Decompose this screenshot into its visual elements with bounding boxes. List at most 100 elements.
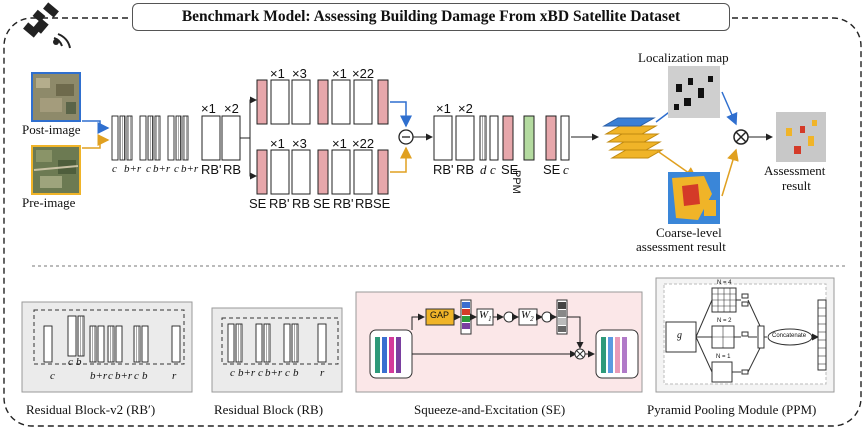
coarse-label-2: assessment result (636, 239, 726, 254)
relu-icon (503, 311, 515, 323)
se-output-stripes (601, 337, 627, 373)
rbv2-label: b (142, 370, 148, 382)
stem-conv-block (111, 115, 119, 161)
rbv2-block (107, 325, 115, 363)
ppm-grid-4 (711, 287, 737, 313)
assessment-result-map (776, 112, 826, 162)
rbv2-blocks (43, 315, 181, 363)
se-input-stripes (375, 337, 401, 373)
stem-bn-block (147, 115, 154, 161)
decoder-label: RB' (433, 162, 454, 177)
assessment-label-2: result (782, 178, 811, 193)
stem-label: b+r (181, 163, 199, 175)
stage-label: SE (313, 196, 331, 211)
ppm-label: PPM (510, 170, 522, 194)
rbv2-label: b (76, 356, 82, 368)
decoder-label: c (563, 162, 569, 177)
stem-bn-block (154, 115, 161, 161)
post-image-thumb (31, 72, 81, 122)
rb-label: b+r (238, 367, 256, 379)
rb-label: c (230, 367, 235, 379)
rbv2-block (89, 325, 97, 363)
sigmoid-icon (541, 311, 553, 323)
rb-block (263, 323, 271, 363)
ppm-output-column (817, 299, 827, 371)
stem-bn-block (126, 115, 133, 161)
satellite-icon (23, 2, 71, 49)
rbv2-block (141, 325, 149, 363)
pre-image-thumb (31, 145, 81, 195)
assessment-label-1: Assessment (764, 163, 826, 178)
ppm-concat-label: Concatenate (772, 333, 807, 339)
rbv2-block (97, 325, 105, 363)
stage-label: RB (292, 196, 311, 211)
ppm-n1: N = 1 (716, 354, 731, 360)
rb-block (255, 323, 263, 363)
mult-label: ×2 (224, 101, 239, 116)
stem-bn-block (175, 115, 182, 161)
stage-label: RB' (333, 196, 354, 211)
pre-image-label: Pre-image (22, 195, 76, 210)
stem-bn-block (119, 115, 126, 161)
rb-label: c (285, 367, 290, 379)
decoder-label: c (490, 162, 496, 177)
rbv2-label: c (134, 370, 139, 382)
caption-rb: Residual Block (RB) (214, 402, 324, 417)
stem-bn-block (182, 115, 189, 161)
stem-blocks (111, 115, 189, 161)
rbv2-block (133, 325, 141, 363)
rbv2-label: r (172, 370, 177, 382)
ppm-input-box (665, 321, 697, 353)
caption-ppm: Pyramid Pooling Module (PPM) (647, 402, 817, 417)
mult-label: ×1 (270, 66, 285, 81)
mult-label: ×2 (458, 101, 473, 116)
coarse-label-1: Coarse-level (656, 225, 722, 240)
mult-label: ×1 (201, 101, 216, 116)
mult-label: ×1 (270, 136, 285, 151)
mult-label: ×1 (332, 136, 347, 151)
mult-label: ×3 (292, 136, 307, 151)
caption-rbv2: Residual Block-v2 (RB′) (26, 402, 156, 417)
gap-label: GAP (430, 310, 450, 320)
rb-label: b (293, 367, 299, 379)
mult-label: ×22 (352, 136, 375, 151)
stem-label: b+r (124, 163, 142, 175)
stem-label: c (112, 163, 117, 175)
rb-label: b+r (265, 367, 283, 379)
rbv2-block (115, 325, 123, 363)
rbv2-label: b+r (115, 370, 133, 382)
stage-label: RB (355, 196, 374, 211)
rbv2-block (43, 325, 53, 363)
mult-label: ×1 (436, 101, 451, 116)
stem-label: c (174, 163, 179, 175)
ppm-input-label: g (677, 330, 682, 341)
rb-label: c (258, 367, 263, 379)
ppm-n4: N = 4 (717, 280, 732, 286)
rb-label: RB (223, 162, 242, 177)
stage-label: SE (373, 196, 391, 211)
rbv2-block (77, 315, 85, 357)
rbp-block (201, 115, 221, 161)
rbp-label: RB' (201, 162, 222, 177)
ppm-n2: N = 2 (717, 318, 732, 324)
w2-label: W2 (521, 309, 534, 324)
stage-label: RB' (269, 196, 290, 211)
decoder-label: SE (501, 162, 519, 177)
localization-label: Localization map (638, 50, 729, 65)
post-image-label: Post-image (22, 122, 81, 137)
output-stack-icon (602, 117, 664, 159)
rb-blocks (227, 323, 327, 363)
stem-label: c (146, 163, 151, 175)
rbv2-label: b+r (90, 370, 108, 382)
mult-label: ×22 (352, 66, 375, 81)
mult-label: ×1 (332, 66, 347, 81)
coarse-assessment-map (668, 172, 720, 224)
rb-block (227, 323, 235, 363)
rb-label: r (320, 367, 325, 379)
stem-label: b+r (153, 163, 171, 175)
localization-map (668, 66, 720, 118)
rb-block (283, 323, 291, 363)
rbv2-label: c (50, 370, 55, 382)
rbv2-label: c (108, 370, 113, 382)
